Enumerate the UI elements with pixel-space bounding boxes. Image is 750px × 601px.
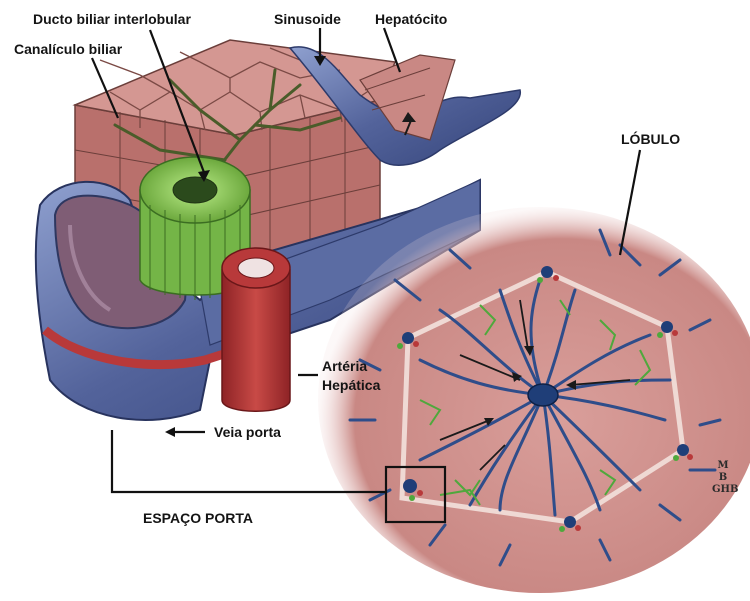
signature-line3: GHB bbox=[712, 484, 734, 496]
lobule-cross-section bbox=[318, 207, 750, 593]
label-canaliculo-biliar: Canalículo biliar bbox=[14, 41, 122, 58]
label-arteria-line2: Hepática bbox=[322, 377, 380, 394]
label-hepatocito: Hepatócito bbox=[375, 11, 447, 28]
artist-signature: M B GHB bbox=[712, 460, 734, 496]
signature-line1: M bbox=[712, 460, 734, 472]
label-arteria-line1: Artéria bbox=[322, 358, 367, 375]
label-espaco-porta: ESPAÇO PORTA bbox=[143, 510, 253, 527]
hepatic-artery bbox=[222, 248, 290, 411]
label-ducto-biliar: Ducto biliar interlobular bbox=[33, 11, 191, 28]
signature-line2: B bbox=[712, 472, 734, 484]
label-sinusoide: Sinusoide bbox=[274, 11, 341, 28]
central-vein bbox=[528, 384, 558, 406]
label-veia-porta: Veia porta bbox=[214, 424, 281, 441]
label-lobulo: LÓBULO bbox=[621, 131, 680, 148]
